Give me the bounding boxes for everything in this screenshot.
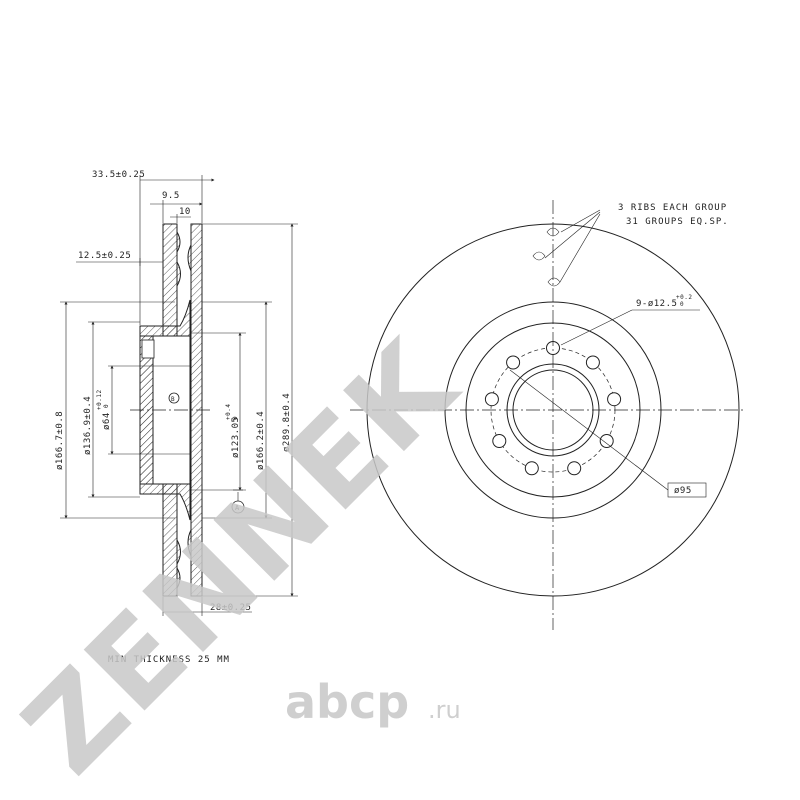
bolt-hole [524,461,539,476]
dim-inner-diameter-tol-upper: +0.4 [225,404,232,420]
front-view: 3 RIBS EACH GROUP 31 GROUPS EQ.SP. 9-ø12… [350,200,745,630]
holes-tol-lower: 0 [680,301,684,308]
holes-tol-upper: +0.2 [676,294,692,301]
bolt-hole [599,434,614,448]
bolt-hole [567,461,582,476]
ribs-note-line1: 3 RIBS EACH GROUP [618,203,727,213]
bolt-hole [484,392,499,407]
dim-center-bore-tol-lower: 0 [103,404,110,408]
bolt-hole [492,434,507,448]
dim-hat-depth: 12.5±0.25 [78,251,131,261]
bolt-hole [585,355,600,370]
dim-overall-width: 33.5±0.25 [92,170,145,180]
dim-thickness: 28±0.25 [210,603,251,613]
ribs-note-line2: 31 GROUPS EQ.SP. [626,217,729,227]
datum-a-label: A [235,504,240,512]
dim-inner-diameter-tol-lower: 0 [232,416,239,420]
section-view: B 33.5±0.25 9.5 10 12.5±0.25 ø166.7±0.8 … [55,170,298,665]
site-logo: abcp .ru [285,675,461,729]
bolt-holes [484,341,622,476]
dim-friction-inner: ø166.2±0.4 [256,411,266,470]
dim-inner-diameter: ø123.05 [231,417,241,458]
bolt-hole [506,355,521,370]
holes-note: 9-ø12.5 [636,299,677,309]
dim-rib-width: 10 [179,207,191,217]
dim-center-bore: ø64 [102,412,112,430]
min-thickness-note: MIN THICKNESS 25 MM [108,655,230,665]
site-logo-domain: .ru [428,696,461,724]
dim-center-bore-tol-upper: +0.12 [96,389,103,410]
bolt-hole [607,392,622,407]
dim-hat-diameter: ø166.7±0.8 [55,411,65,470]
brand-watermark: ZENNEK [0,313,484,800]
dim-rib-offset: 9.5 [162,191,180,201]
dim-bolt-circle-outer: ø136.9±0.4 [83,396,93,455]
site-logo-name: abcp [285,675,409,729]
pcd-label: ø95 [674,486,692,496]
dim-outer-diameter: ø289.8±0.4 [282,393,292,452]
datum-b-label: B [171,396,175,403]
